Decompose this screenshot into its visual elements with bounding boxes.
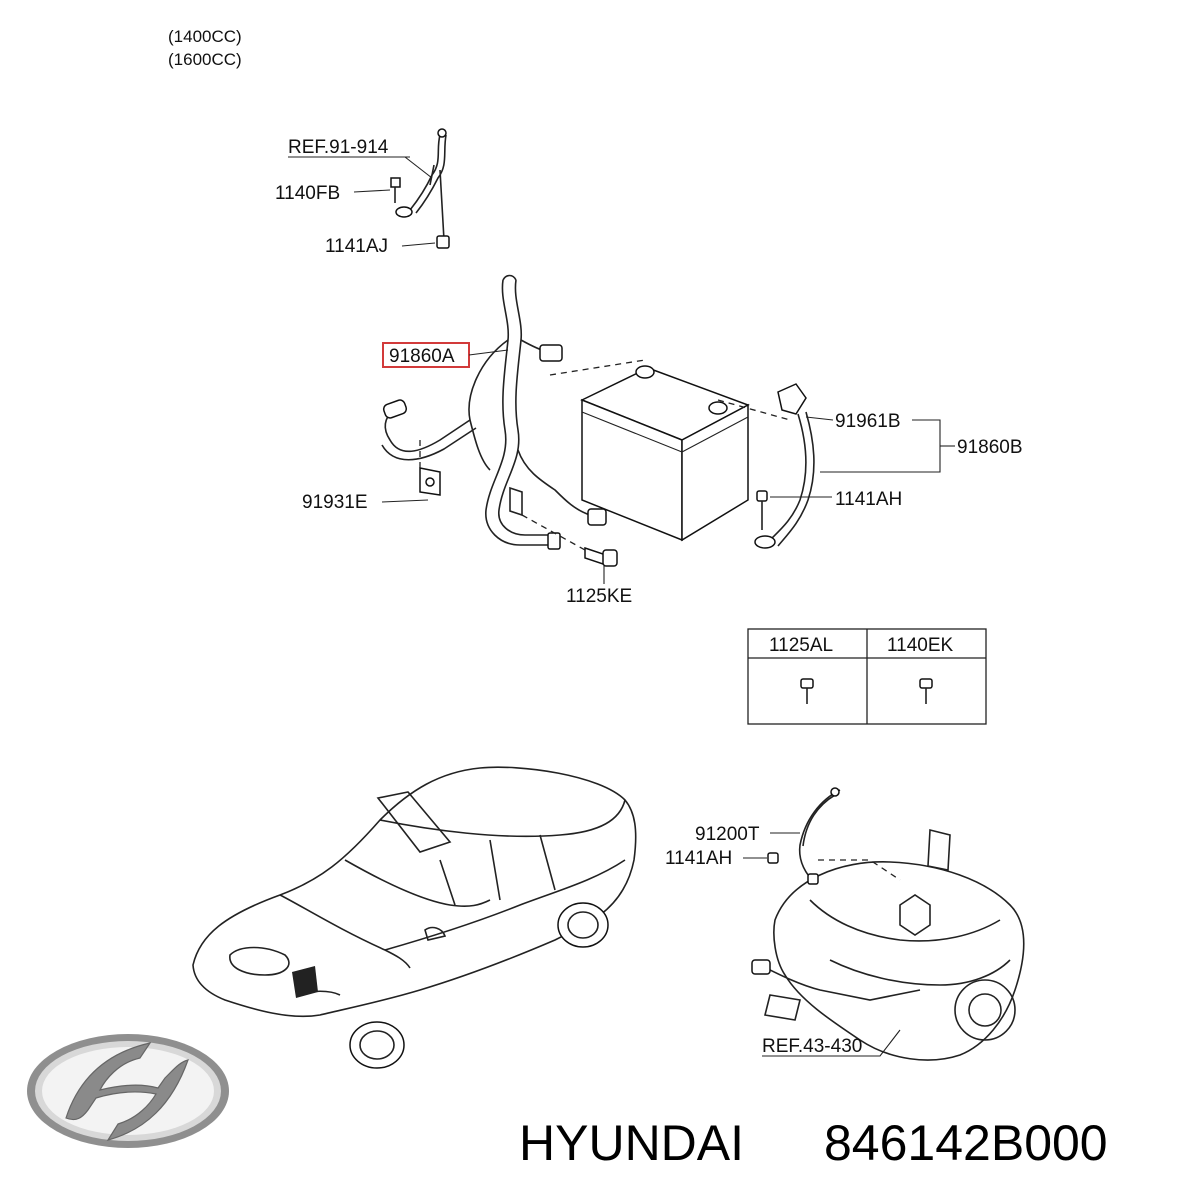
callout-1140fb: 1140FB <box>275 183 340 204</box>
callout-91200t: 91200T <box>695 824 760 845</box>
battery-terminal-negative-icon <box>708 401 728 415</box>
bolt-1141ah-icon <box>756 490 768 502</box>
car-illustration <box>192 766 637 1069</box>
ground-strap-group <box>390 128 450 249</box>
callout-1141ah-bottom: 1141AH <box>665 848 732 869</box>
screw-1125al-icon <box>800 678 814 704</box>
callout-ref-91-914: REF.91-914 <box>288 137 389 158</box>
screw-1140ek-icon <box>919 678 933 704</box>
engine-variant-1600cc: (1600CC) <box>168 50 242 69</box>
bracket-91931e <box>419 467 441 496</box>
callout-91860a[interactable]: 91860A <box>389 346 455 367</box>
callout-91961b: 91961B <box>835 411 901 432</box>
engine-variant-1400cc: (1400CC) <box>168 27 242 46</box>
fastener-table: 1125AL 1140EK <box>747 628 987 725</box>
table-header-1125al: 1125AL <box>769 635 833 656</box>
footer-brand: HYUNDAI <box>519 1115 744 1171</box>
bolt-1140fb-icon <box>390 177 401 188</box>
callout-1141aj: 1141AJ <box>325 236 388 257</box>
positive-cable-91860a <box>381 274 607 550</box>
transmission-illustration <box>751 787 1025 1061</box>
callout-1141ah-top: 1141AH <box>835 489 902 510</box>
battery-location-marker-icon <box>292 966 318 998</box>
bolt-1125ke-icon <box>584 546 618 567</box>
hyundai-logo <box>27 1034 229 1148</box>
bolt-1141aj-icon <box>436 235 450 249</box>
negative-cable-91860b <box>754 383 815 549</box>
table-header-1140ek: 1140EK <box>887 635 954 656</box>
footer-part-number: 846142B000 <box>824 1115 1108 1171</box>
callout-91931e: 91931E <box>302 492 368 513</box>
battery <box>580 365 750 542</box>
battery-terminal-positive-icon <box>635 365 655 379</box>
callout-1125ke: 1125KE <box>566 586 632 607</box>
callout-91860b: 91860B <box>957 437 1023 458</box>
bolt-1141ah-bottom-icon <box>767 852 779 864</box>
callout-ref-43-430: REF.43-430 <box>762 1036 862 1057</box>
